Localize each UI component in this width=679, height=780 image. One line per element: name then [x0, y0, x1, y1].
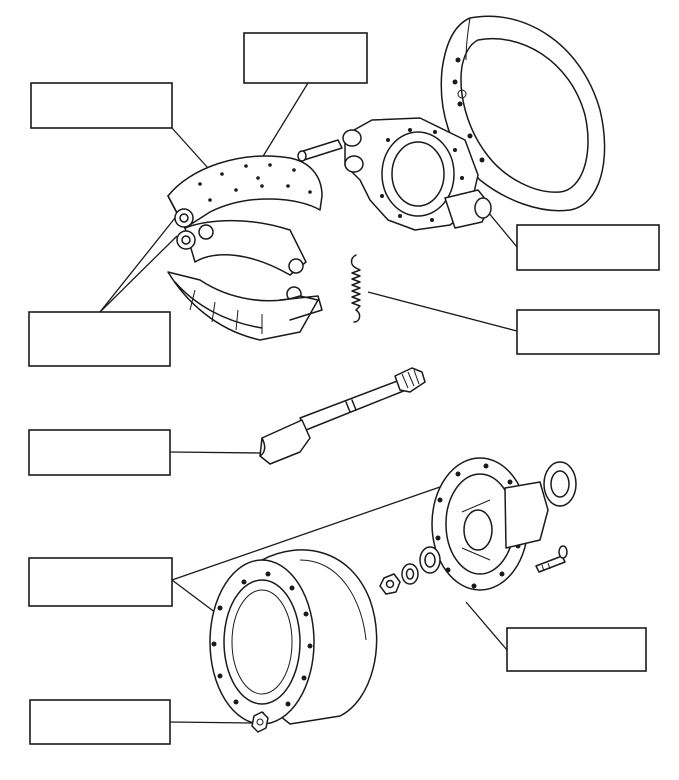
wheel-bearing	[419, 546, 441, 574]
label-box-top-left	[30, 82, 173, 129]
wheel-hub	[431, 457, 549, 591]
label-box-right-lower	[506, 627, 647, 672]
brake-shoe-assembly	[167, 155, 323, 341]
wheel-nut	[251, 711, 269, 733]
camshaft	[259, 367, 426, 465]
label-box-left-drum	[28, 557, 173, 607]
wheel-stud	[535, 545, 568, 573]
hub-seal	[543, 461, 577, 507]
hub-nut	[379, 573, 401, 595]
brake-drum	[209, 549, 378, 725]
label-box-right-upper	[516, 224, 660, 271]
label-box-mid-left	[28, 311, 171, 367]
label-box-top-center	[243, 32, 368, 84]
backing-plate	[440, 15, 606, 212]
spider-bracket	[297, 117, 492, 231]
hub-washer	[401, 563, 419, 585]
return-spring	[350, 254, 361, 323]
label-box-right-mid	[516, 309, 660, 355]
label-box-left-shaft	[28, 429, 171, 476]
label-box-bottom-left	[29, 699, 171, 745]
leader-lines	[99, 82, 518, 724]
